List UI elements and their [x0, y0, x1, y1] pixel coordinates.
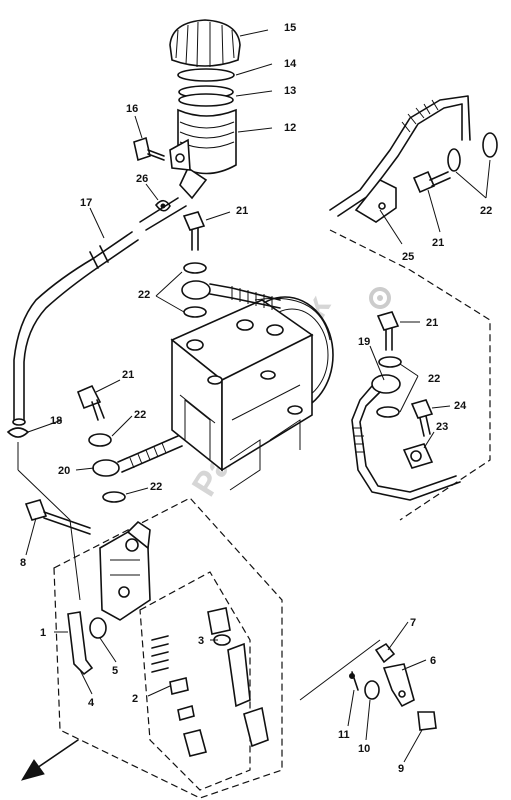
spring-2 — [151, 635, 207, 757]
callout-22b: 22 — [428, 373, 440, 385]
callout-8: 8 — [20, 557, 26, 569]
bolt-8 — [24, 499, 91, 535]
callout-21c: 21 — [122, 369, 134, 381]
union-19 — [351, 374, 461, 501]
banjo-union-top — [181, 280, 281, 310]
cap-5 — [89, 617, 107, 639]
washer-22e — [378, 356, 402, 368]
front-arrow-icon — [20, 739, 79, 781]
part-7 — [374, 642, 396, 664]
washer-22f — [447, 148, 461, 172]
callout-14: 14 — [284, 58, 297, 70]
clamp-23 — [402, 443, 434, 469]
callout-9: 9 — [398, 763, 404, 775]
callout-10: 10 — [358, 743, 370, 755]
callout-21a: 21 — [236, 205, 248, 217]
bolt-21-top — [182, 211, 206, 251]
hose-17 — [12, 197, 187, 426]
callout-21d: 21 — [432, 237, 444, 249]
bracket-25 — [354, 178, 397, 223]
bolt-21-bracket — [412, 170, 451, 194]
gear-icon — [369, 287, 391, 309]
hydraulic-unit — [170, 296, 334, 491]
callout-18: 18 — [50, 415, 62, 427]
bolt-16 — [133, 136, 165, 162]
pin-11 — [349, 671, 359, 691]
leader-lines — [25, 29, 491, 763]
callout-labels: 15 14 13 12 16 26 17 21 22 21 19 22 21 2… — [20, 22, 492, 775]
washer-22c — [88, 433, 112, 447]
callout-19: 19 — [358, 336, 370, 348]
callout-2: 2 — [132, 693, 138, 705]
clip-18 — [6, 427, 30, 470]
master-cylinder — [99, 520, 151, 621]
callout-17: 17 — [80, 197, 92, 209]
callout-12: 12 — [284, 122, 296, 134]
bolt-21-left — [76, 384, 105, 421]
callout-20: 20 — [58, 465, 70, 477]
washer-10 — [364, 680, 380, 700]
callout-22a: 22 — [138, 289, 150, 301]
callout-22e: 22 — [480, 205, 492, 217]
clip-26 — [154, 199, 171, 212]
callout-11: 11 — [338, 729, 350, 741]
washer-22d — [102, 491, 126, 503]
washer-22b — [183, 306, 207, 318]
callout-3: 3 — [198, 635, 204, 647]
callout-26: 26 — [136, 173, 148, 185]
callout-21b: 21 — [426, 317, 438, 329]
callout-6: 6 — [430, 655, 436, 667]
callout-25: 25 — [402, 251, 414, 263]
callout-16: 16 — [126, 103, 138, 115]
callout-7: 7 — [410, 617, 416, 629]
pushrod-6 — [382, 663, 415, 708]
reservoir-assembly — [169, 19, 241, 200]
callout-22d: 22 — [150, 481, 162, 493]
callout-1: 1 — [40, 627, 46, 639]
callout-4: 4 — [88, 697, 95, 709]
exploded-group-boundary — [53, 497, 283, 799]
piston-3 — [207, 607, 269, 748]
callout-13: 13 — [284, 85, 296, 97]
callout-24: 24 — [454, 400, 467, 412]
collar-9 — [417, 711, 437, 731]
callout-23: 23 — [436, 421, 448, 433]
callout-15: 15 — [284, 22, 296, 34]
bolt-21-right — [376, 311, 400, 351]
callout-5: 5 — [112, 665, 118, 677]
callout-22c: 22 — [134, 409, 146, 421]
washer-22g — [482, 132, 498, 158]
bolt-24 — [410, 399, 434, 437]
boot-4 — [67, 611, 94, 676]
washer-22a — [183, 262, 207, 274]
